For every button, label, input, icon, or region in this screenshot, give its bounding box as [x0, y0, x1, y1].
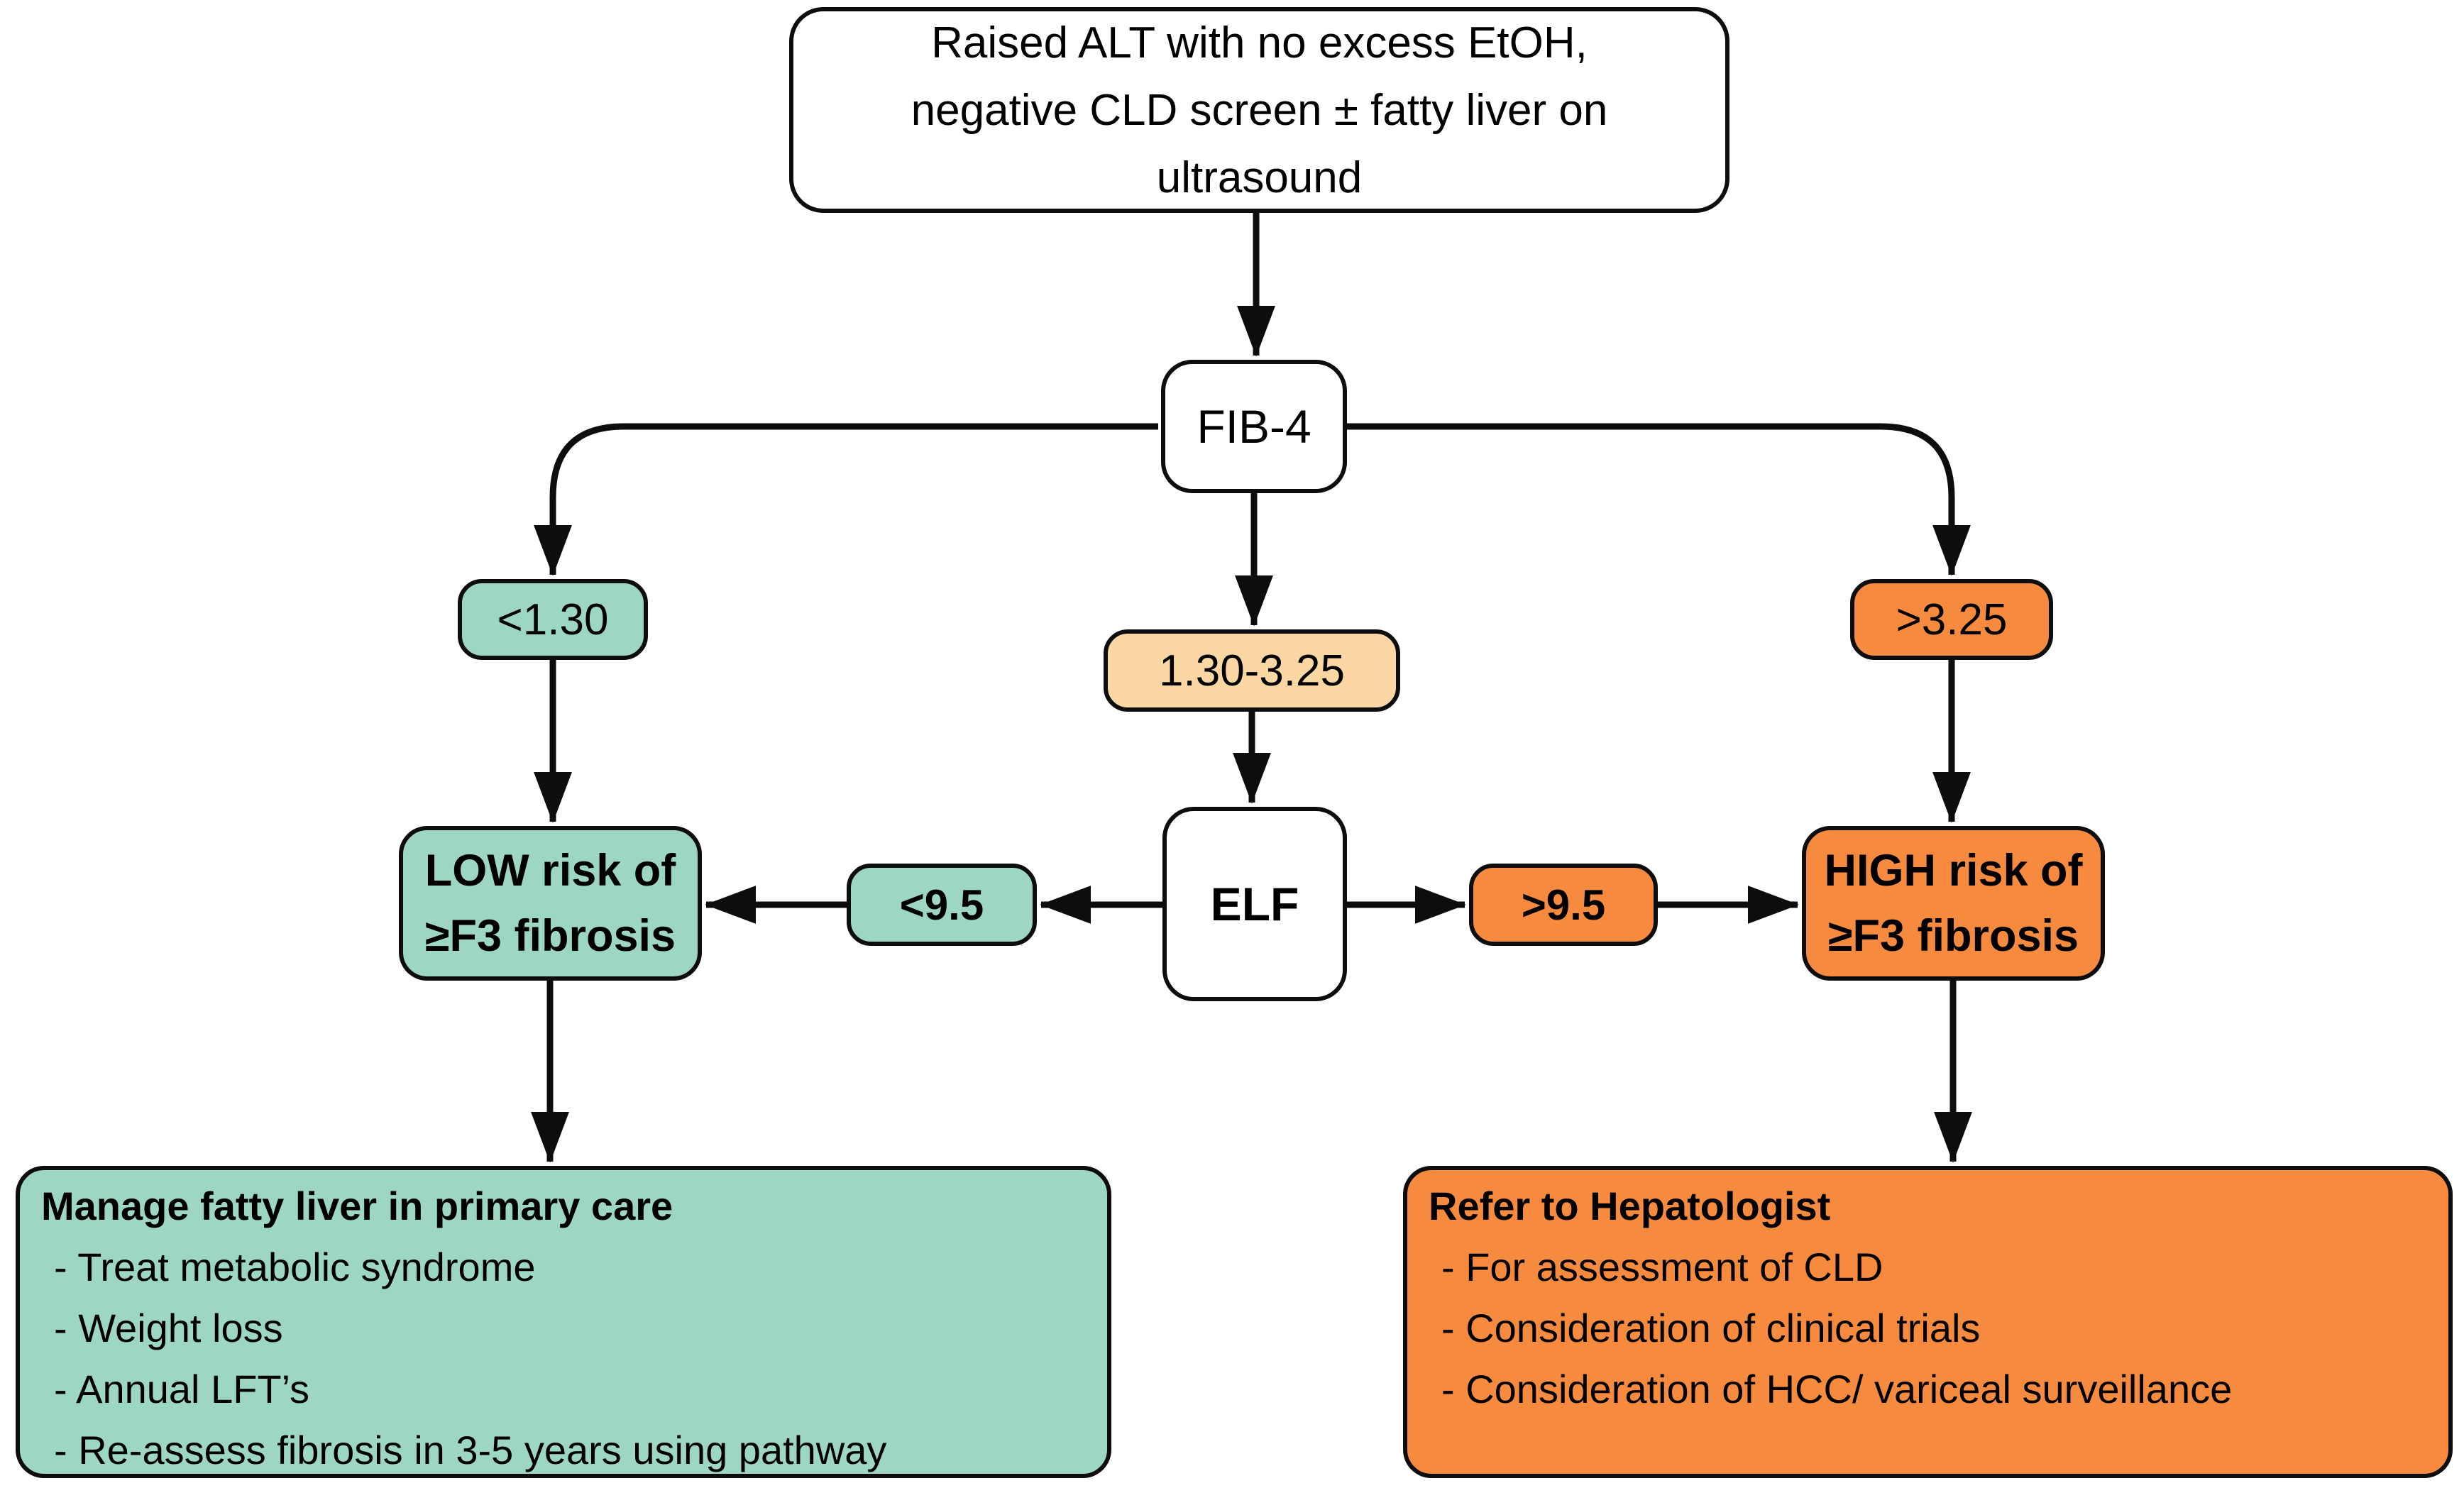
node-low-risk: LOW risk of ≥F3 fibrosis — [399, 826, 702, 981]
start-line-1: Raised ALT with no excess EtOH, — [931, 18, 1588, 67]
low-risk-line-1: LOW risk of — [424, 846, 676, 895]
node-fib4-1-30-3-25: 1.30-3.25 — [1104, 629, 1400, 712]
manage-item-3: - Annual LFT’s — [54, 1367, 310, 1411]
high-risk-line-2: ≥F3 fibrosis — [1827, 911, 2079, 961]
fib4-1-30-3-25-label: 1.30-3.25 — [1159, 646, 1345, 695]
manage-title: Manage fatty liver in primary care — [41, 1184, 673, 1228]
manage-item-4: - Re-assess fibrosis in 3-5 years using … — [54, 1428, 887, 1472]
refer-title: Refer to Hepatologist — [1429, 1184, 1831, 1228]
connector-fib4-to-gt325 — [1344, 423, 1971, 576]
manage-item-2: - Weight loss — [54, 1306, 283, 1350]
node-elf-gt-9-5: >9.5 — [1469, 864, 1658, 946]
node-high-risk: HIGH risk of ≥F3 fibrosis — [1802, 826, 2105, 981]
fib4-lt-1-30-label: <1.30 — [497, 595, 609, 644]
elf-label: ELF — [1210, 878, 1299, 930]
node-refer-hepatologist: Refer to Hepatologist - For assessment o… — [1403, 1166, 2453, 1478]
manage-item-1: - Treat metabolic syndrome — [54, 1245, 536, 1289]
node-elf-lt-9-5: <9.5 — [847, 864, 1037, 946]
start-line-3: ultrasound — [1156, 153, 1363, 202]
elf-gt-9-5-label: >9.5 — [1521, 881, 1606, 929]
elf-lt-9-5-label: <9.5 — [899, 881, 984, 929]
node-elf-test: ELF — [1162, 807, 1347, 1001]
connector-fib4-to-lt130 — [534, 423, 1158, 576]
refer-item-3: - Consideration of HCC/ variceal surveil… — [1441, 1367, 2233, 1411]
node-fib4-gt-3-25: >3.25 — [1850, 579, 2053, 660]
refer-item-2: - Consideration of clinical trials — [1441, 1306, 1981, 1350]
node-start-condition: Raised ALT with no excess EtOH, negative… — [789, 7, 1729, 213]
node-manage-primary-care: Manage fatty liver in primary care - Tre… — [16, 1166, 1111, 1478]
fib4-label: FIB-4 — [1197, 400, 1311, 453]
fib4-gt-3-25-label: >3.25 — [1896, 595, 2008, 644]
node-fib4-test: FIB-4 — [1161, 360, 1347, 493]
node-fib4-lt-1-30: <1.30 — [458, 579, 648, 660]
refer-item-1: - For assessment of CLD — [1441, 1245, 1883, 1289]
high-risk-line-1: HIGH risk of — [1824, 846, 2083, 895]
low-risk-line-2: ≥F3 fibrosis — [424, 911, 676, 961]
start-line-2: negative CLD screen ± fatty liver on — [911, 85, 1608, 135]
